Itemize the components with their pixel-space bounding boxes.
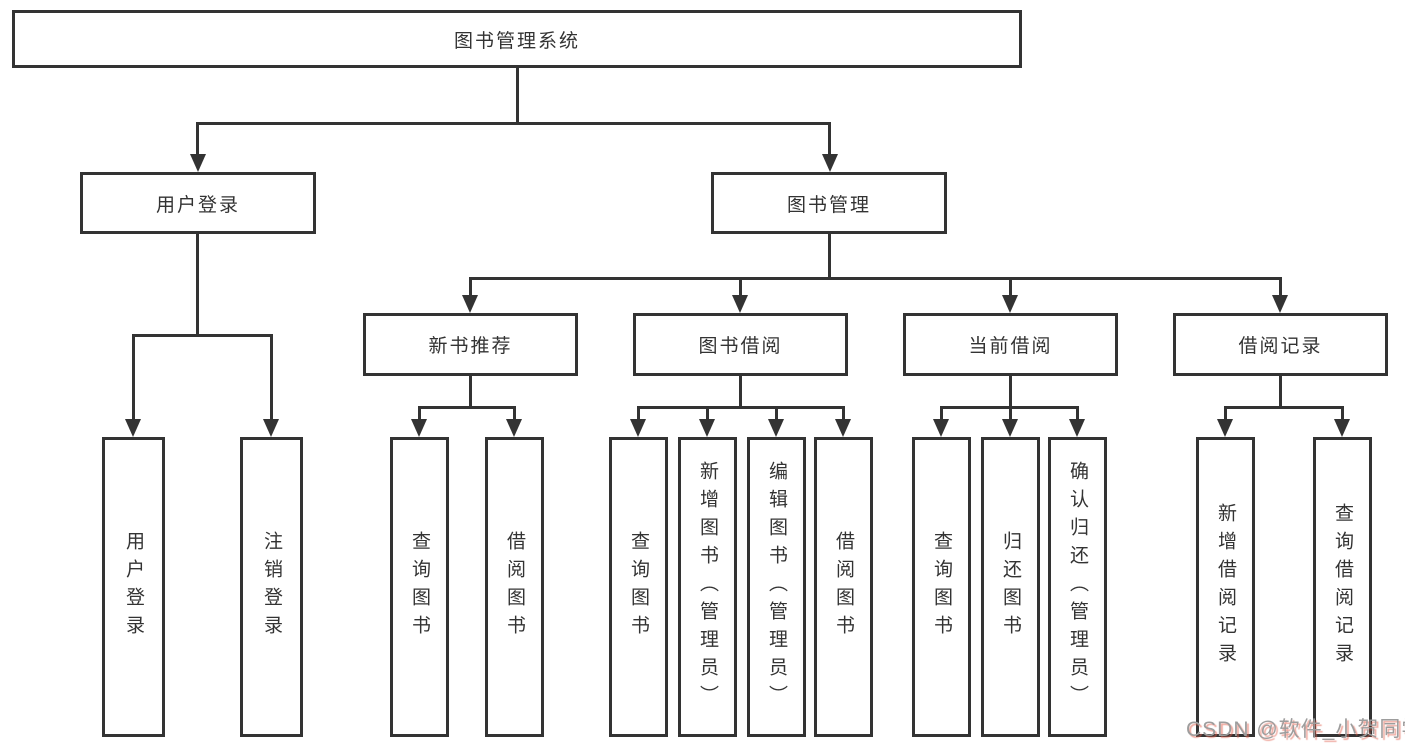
leaf-borrow-query-books: 查询图书 xyxy=(609,437,668,737)
leaf-current-query-books: 查询图书 xyxy=(912,437,971,737)
leaf-records-add-borrow-record: 新增借阅记录 xyxy=(1196,437,1255,737)
connector-drop-records-1 xyxy=(1224,406,1227,420)
arrowhead-borrow-2 xyxy=(699,419,715,437)
leaf-current-confirm-return-admin: 确认归还（管理员） xyxy=(1048,437,1107,737)
connector-level3-rail xyxy=(469,277,1282,280)
connector-drop-records xyxy=(1279,277,1282,297)
leaf-recommend-query-books: 查询图书 xyxy=(390,437,449,737)
connector-login-trunk xyxy=(196,234,199,337)
connector-borrow-trunk xyxy=(739,376,742,409)
arrowhead-borrow-1 xyxy=(630,419,646,437)
node-book-management: 图书管理 xyxy=(711,172,947,234)
node-current-borrow: 当前借阅 xyxy=(903,313,1118,376)
connector-drop-recommend-2 xyxy=(513,406,516,420)
connector-current-trunk xyxy=(1009,376,1012,409)
leaf-borrow-borrow-books: 借阅图书 xyxy=(814,437,873,737)
arrowhead-user-login xyxy=(190,154,206,172)
connector-drop-login-1 xyxy=(132,334,135,419)
leaf-borrow-edit-books-admin: 编辑图书（管理员） xyxy=(747,437,806,737)
connector-borrow-rail xyxy=(637,406,845,409)
arrowhead-book-management xyxy=(822,154,838,172)
node-book-borrow: 图书借阅 xyxy=(633,313,848,376)
connector-drop-current-2 xyxy=(1009,406,1012,420)
connector-management-trunk xyxy=(828,234,831,280)
arrowhead-borrow-3 xyxy=(768,419,784,437)
arrowhead-recommend-2 xyxy=(506,419,522,437)
connector-drop-user-login xyxy=(196,122,199,156)
connector-drop-book-management xyxy=(828,122,831,156)
connector-level2-rail xyxy=(196,122,831,125)
connector-drop-borrow-2 xyxy=(706,406,709,420)
node-borrow-records: 借阅记录 xyxy=(1173,313,1388,376)
node-new-book-recommend: 新书推荐 xyxy=(363,313,578,376)
connector-records-rail xyxy=(1224,406,1344,409)
leaf-logout: 注销登录 xyxy=(240,437,303,737)
connector-root-trunk xyxy=(516,66,519,125)
node-library-management-system: 图书管理系统 xyxy=(12,10,1022,68)
connector-drop-borrow-4 xyxy=(842,406,845,420)
connector-records-trunk xyxy=(1279,376,1282,409)
leaf-borrow-add-books-admin: 新增图书（管理员） xyxy=(678,437,737,737)
arrowhead-current xyxy=(1002,295,1018,313)
connector-drop-recommend xyxy=(469,277,472,297)
connector-recommend-rail xyxy=(418,406,516,409)
connector-drop-borrow xyxy=(739,277,742,297)
arrowhead-login-1 xyxy=(125,419,141,437)
connector-drop-login-2 xyxy=(270,334,273,419)
arrowhead-records xyxy=(1272,295,1288,313)
node-user-login: 用户登录 xyxy=(80,172,316,234)
connector-login-rail xyxy=(132,334,273,337)
csdn-watermark: CSDN @软件_小贺同学 xyxy=(1186,718,1405,741)
connector-drop-records-2 xyxy=(1341,406,1344,420)
connector-drop-recommend-1 xyxy=(418,406,421,420)
connector-drop-current-1 xyxy=(940,406,943,420)
connector-recommend-trunk xyxy=(469,376,472,409)
arrowhead-records-1 xyxy=(1217,419,1233,437)
leaf-current-return-books: 归还图书 xyxy=(981,437,1040,737)
arrowhead-borrow-4 xyxy=(835,419,851,437)
arrowhead-current-1 xyxy=(933,419,949,437)
arrowhead-recommend xyxy=(462,295,478,313)
connector-drop-borrow-1 xyxy=(637,406,640,420)
arrowhead-recommend-1 xyxy=(411,419,427,437)
connector-drop-current xyxy=(1009,277,1012,297)
arrowhead-current-3 xyxy=(1069,419,1085,437)
arrowhead-records-2 xyxy=(1334,419,1350,437)
connector-drop-current-3 xyxy=(1076,406,1079,420)
arrowhead-login-2 xyxy=(263,419,279,437)
arrowhead-borrow xyxy=(732,295,748,313)
arrowhead-current-2 xyxy=(1002,419,1018,437)
leaf-recommend-borrow-books: 借阅图书 xyxy=(485,437,544,737)
leaf-user-login: 用户登录 xyxy=(102,437,165,737)
leaf-records-query-borrow-record: 查询借阅记录 xyxy=(1313,437,1372,737)
connector-drop-borrow-3 xyxy=(775,406,778,420)
